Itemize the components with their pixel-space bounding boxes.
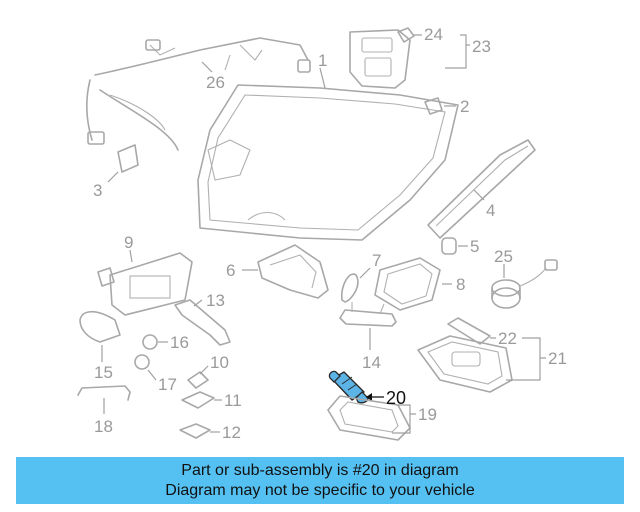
callout-1: 1 — [318, 51, 327, 70]
callout-16: 16 — [170, 333, 189, 352]
callout-10: 10 — [210, 353, 229, 372]
parts-diagram: 1 2 3 4 5 6 7 8 9 10 11 12 13 14 15 16 1… — [77, 25, 567, 442]
banner-line-disclaimer: Diagram may not be specific to your vehi… — [165, 481, 475, 499]
part-24-bulb — [397, 27, 415, 43]
callout-22: 22 — [498, 329, 517, 348]
part-5-cap — [441, 237, 457, 255]
banner-line-part-number: Part or sub-assembly is #20 in diagram — [181, 461, 459, 479]
part-1-headliner — [197, 84, 459, 241]
part-9-sun-visor — [97, 252, 193, 316]
callout-20: 20 — [386, 388, 406, 408]
part-23-overhead-console — [349, 29, 411, 89]
part-22-bulb — [447, 317, 491, 345]
callout-21: 21 — [548, 349, 567, 368]
part-20-bulb-highlighted — [328, 370, 369, 404]
part-25-switch — [491, 259, 558, 309]
part-4-pillar-trim — [427, 139, 536, 239]
callout-11: 11 — [224, 391, 242, 410]
part-11-clip — [181, 391, 215, 409]
callout-23: 23 — [472, 37, 491, 56]
callout-7: 7 — [372, 251, 381, 270]
callout-6: 6 — [226, 261, 235, 280]
callout-5: 5 — [470, 237, 479, 256]
callout-24: 24 — [424, 25, 443, 44]
part-16-ring — [142, 334, 158, 350]
callout-2: 2 — [460, 97, 469, 116]
callout-25: 25 — [494, 247, 513, 266]
part-3-bracket — [117, 144, 139, 173]
part-2-clip — [424, 97, 443, 115]
callout-17: 17 — [158, 375, 177, 394]
callout-14: 14 — [362, 353, 381, 372]
part-7-seal — [340, 273, 359, 303]
part-8-lamp-housing — [374, 257, 441, 311]
callout-12: 12 — [222, 423, 241, 442]
callout-26: 26 — [206, 73, 225, 92]
callout-13: 13 — [206, 291, 225, 310]
part-10-clip — [187, 371, 209, 389]
callout-3: 3 — [93, 181, 102, 200]
callout-labels: 1 2 3 4 5 6 7 8 9 10 11 12 13 14 15 16 1… — [93, 25, 567, 442]
callout-4: 4 — [486, 201, 495, 220]
part-17-ring — [134, 354, 150, 370]
part-26-wiring-harness — [86, 37, 311, 151]
callout-8: 8 — [456, 275, 465, 294]
part-6-grab-handle-base — [257, 244, 329, 299]
callout-19: 19 — [418, 405, 437, 424]
part-14-bracket — [339, 302, 397, 327]
callout-18: 18 — [94, 417, 113, 436]
info-banner: Part or sub-assembly is #20 in diagram D… — [16, 457, 624, 504]
part-12-clip — [179, 423, 211, 439]
callout-15: 15 — [94, 363, 113, 382]
part-15-visor-clip — [79, 310, 121, 343]
callout-9: 9 — [124, 233, 133, 252]
part-18-hook — [77, 385, 131, 401]
